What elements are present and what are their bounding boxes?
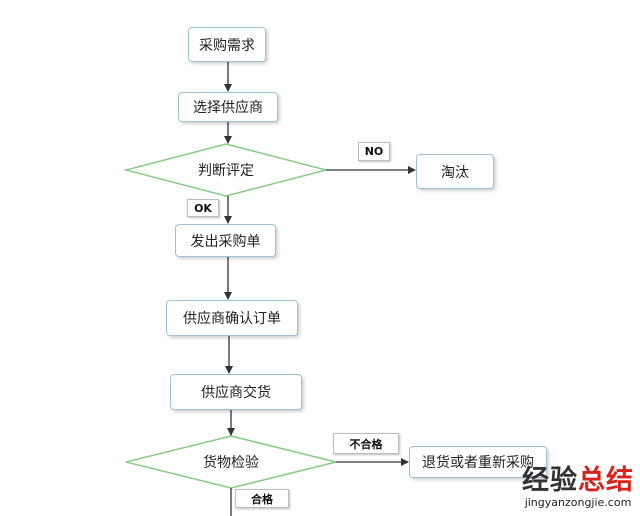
edge-label-no: NO: [358, 142, 390, 161]
node-supplier-confirm: 供应商确认订单: [166, 300, 298, 336]
watermark: 经验总结 jingyanzongjie.com: [522, 465, 634, 510]
node-select-supplier: 选择供应商: [178, 92, 278, 122]
node-eliminate-label: 淘汰: [441, 164, 469, 181]
node-supplier-deliver-label: 供应商交货: [201, 385, 271, 401]
edge-label-pass: 合格: [235, 489, 289, 508]
evaluate-label: 判断评定: [198, 163, 254, 179]
node-select-supplier-label: 选择供应商: [193, 100, 263, 116]
node-demand-label: 采购需求: [199, 37, 255, 54]
node-supplier-confirm-label: 供应商确认订单: [183, 311, 281, 327]
edge-label-ok: OK: [187, 199, 219, 217]
node-supplier-deliver: 供应商交货: [170, 374, 302, 410]
node-issue-po: 发出采购单: [175, 224, 276, 257]
edge-label-fail: 不合格: [333, 433, 399, 454]
evaluate-diamond: [123, 143, 329, 197]
node-issue-po-label: 发出采购单: [190, 233, 261, 250]
node-return-rebuy-label: 退货或者重新采购: [422, 455, 534, 471]
node-return-rebuy: 退货或者重新采购: [409, 446, 547, 478]
watermark-title: 经验总结: [522, 465, 634, 496]
watermark-url: jingyanzongjie.com: [524, 496, 632, 509]
node-demand: 采购需求: [188, 27, 266, 62]
inspect-label: 货物检验: [203, 455, 259, 471]
node-eliminate: 淘汰: [416, 154, 494, 189]
